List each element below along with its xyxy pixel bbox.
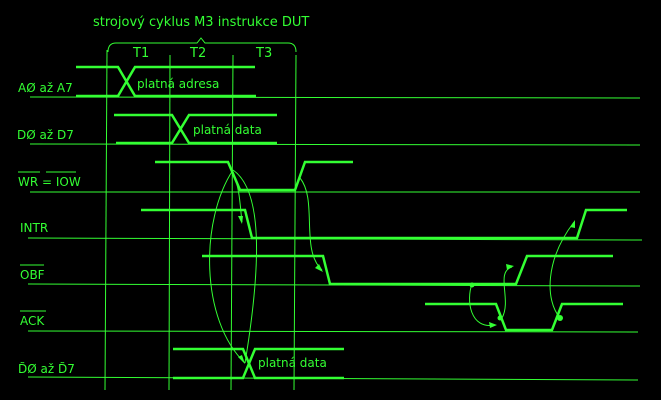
cycle-brace	[107, 37, 297, 53]
event-dot	[497, 315, 503, 321]
arrow-obf-to-ack	[469, 283, 496, 326]
state-t2: T2	[189, 46, 206, 61]
signal-address	[76, 65, 256, 98]
label-address: AØ až A7	[18, 81, 73, 95]
arrow-wr-to-dataout-2	[232, 169, 257, 364]
signal-data-out	[173, 347, 344, 380]
causality-arrows	[209, 169, 575, 364]
state-t3: T3	[255, 46, 272, 61]
label-data-out: D̃Ø až D̃7	[18, 362, 75, 376]
signal-data	[114, 113, 277, 145]
note-data: platná data	[193, 123, 262, 137]
baseline	[29, 96, 641, 99]
event-dot	[469, 282, 475, 288]
arrowhead-icon	[506, 264, 514, 270]
boundary-line	[104, 49, 108, 391]
boundary-line	[168, 54, 171, 391]
event-dot	[557, 315, 563, 321]
arrow-ack-to-obf	[501, 266, 513, 319]
label-ack: ACK	[20, 314, 45, 328]
note-data-out: platná data	[258, 356, 327, 370]
arrow-wr-to-dataout	[209, 169, 246, 364]
signal-ack	[425, 302, 623, 332]
diagram-title: strojový cyklus M3 instrukce DUT	[93, 15, 309, 30]
label-obf: OBF	[20, 268, 45, 282]
boundary-line	[293, 54, 297, 391]
boundary-line	[230, 54, 234, 391]
label-wr: WR = IOW	[18, 175, 81, 189]
label-data: DØ až D7	[17, 128, 74, 142]
label-intr: INTR	[20, 221, 48, 235]
arrow-ack-to-intr	[549, 221, 575, 319]
note-address: platná adresa	[137, 77, 219, 91]
arrowhead-icon	[238, 355, 245, 364]
baseline	[27, 330, 639, 333]
signal-intr	[141, 208, 627, 240]
arrow-wr-to-obf	[299, 177, 323, 271]
arrowhead-icon	[489, 322, 497, 328]
signal-wr	[155, 160, 353, 192]
arrowhead-icon	[315, 264, 323, 272]
state-boundaries	[104, 49, 297, 391]
arrow-heads	[238, 216, 575, 364]
state-t1: T1	[132, 46, 149, 61]
signal-obf	[202, 254, 613, 286]
arrowhead-icon	[570, 220, 575, 228]
arrowhead-icon	[238, 216, 243, 224]
